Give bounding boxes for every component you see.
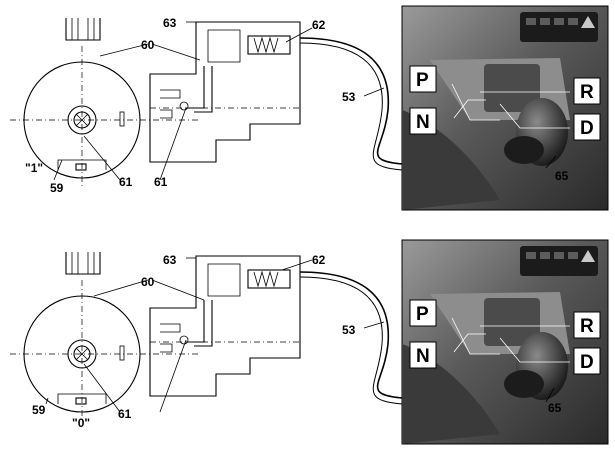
switch-position-label: "1": [25, 161, 43, 175]
callout-63: 63: [163, 16, 177, 30]
gear-r: R: [580, 82, 594, 103]
callout-60: 60: [141, 275, 155, 289]
callout-53: 53: [342, 90, 356, 104]
callout-63: 63: [163, 253, 177, 267]
callout-61: 61: [118, 407, 132, 421]
gear-p: P: [416, 304, 429, 325]
gear-d: D: [580, 118, 594, 139]
callout-53: 53: [342, 323, 356, 337]
callout-65: 65: [555, 169, 569, 183]
gear-n: N: [416, 112, 430, 133]
callout-60: 60: [141, 38, 155, 52]
callout-59: 59: [50, 181, 64, 195]
panel-bottom: 60 63 62 53 61 "0" 59 65 P R N D: [9, 239, 609, 445]
callout-62: 62: [312, 18, 326, 32]
callout-62: 62: [312, 253, 326, 267]
callout-65: 65: [548, 401, 562, 415]
gear-r: R: [580, 316, 594, 337]
callout-59: 59: [32, 403, 46, 417]
gear-d: D: [580, 352, 594, 373]
gear-p: P: [416, 70, 429, 91]
gear-n: N: [416, 346, 430, 367]
callout-61-left: 61: [119, 175, 133, 189]
callout-61-right: 61: [154, 175, 168, 189]
switch-position-label: "0": [72, 416, 90, 430]
panel-top: 60 63 62 53 61 61 "1" 59 65 P R N D: [9, 5, 609, 211]
